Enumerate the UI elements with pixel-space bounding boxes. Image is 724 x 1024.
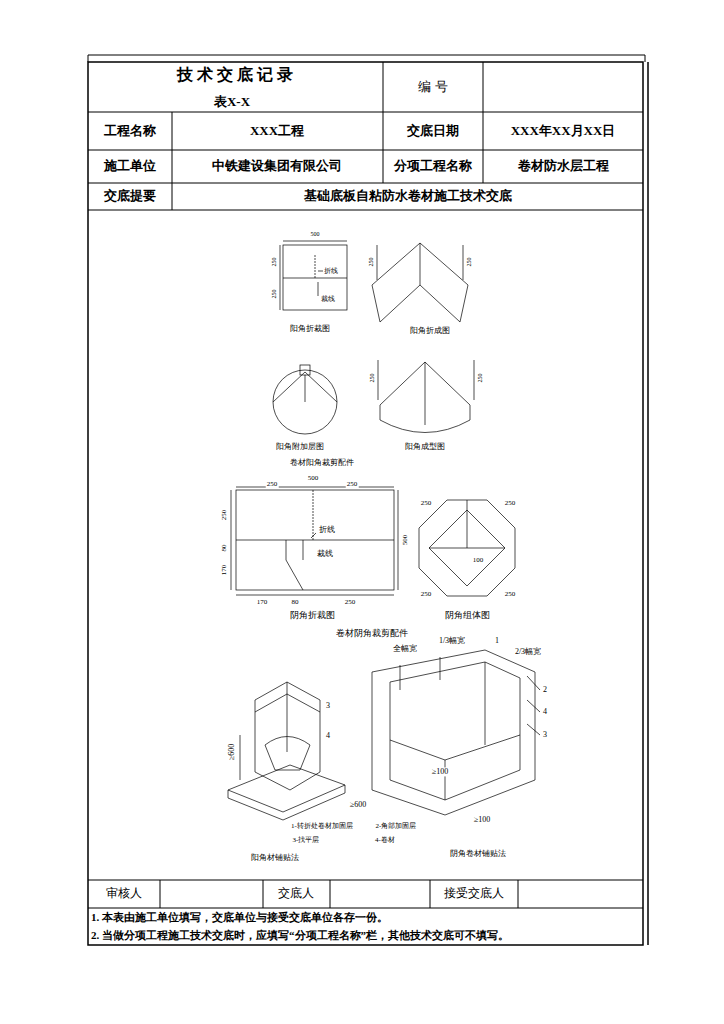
dimension: 170: [220, 564, 228, 577]
callout-number: 1: [494, 636, 500, 645]
callout-number: 3: [325, 701, 331, 710]
dimension: ≥100: [431, 767, 449, 776]
legend-note: 3-找平层: [292, 836, 321, 844]
dimension: ≥100: [473, 815, 491, 824]
table-cell: 施工单位: [104, 159, 156, 174]
figure-caption: 阳角材铺贴法: [251, 853, 299, 862]
callout-number: 3: [542, 730, 548, 739]
dimension: 500: [307, 474, 320, 482]
dimension: 100: [472, 556, 485, 564]
callout-number: 4: [325, 731, 331, 740]
dimension: 1/3幅宽: [438, 636, 466, 645]
figure-caption: 阳角折裁图: [290, 324, 330, 333]
dimension: 250: [220, 509, 228, 522]
form-note: 1. 本表由施工单位填写，交底单位与接受交底单位各存一份。: [91, 911, 388, 924]
figure-caption: 阳角附加层图: [276, 442, 324, 451]
figure-caption: 阳角折成图: [410, 326, 450, 335]
dimension: 250: [346, 480, 359, 488]
dimension: 250: [271, 257, 278, 268]
dimension: 500: [310, 231, 321, 238]
form-grid: [88, 55, 648, 945]
dimension: 80: [220, 544, 228, 553]
legend-note: 2-角部加固层: [375, 822, 418, 830]
dimension: 250: [504, 499, 517, 507]
dimension: 250: [368, 257, 375, 268]
legend-note: 4-卷材: [374, 836, 396, 844]
dimension: 全幅宽: [392, 644, 418, 653]
callout-number: 2: [542, 685, 548, 694]
dimension: ≥600: [349, 800, 367, 809]
dimension: ≥600: [227, 743, 236, 761]
dimension: 2/3幅宽: [514, 647, 542, 656]
callout-label: 折线: [318, 525, 336, 534]
callout-number: 4: [542, 707, 548, 716]
figure-caption: 卷材阴角裁剪配件: [336, 628, 408, 638]
dimension: 250: [504, 590, 517, 598]
form-note: 2. 当做分项工程施工技术交底时，应填写“分项工程名称”栏，其他技术交底可不填写…: [91, 929, 509, 942]
dimension: 250: [266, 480, 279, 488]
table-cell: 工程名称: [104, 124, 156, 139]
form-subtitle: 表X-X: [214, 95, 250, 110]
table-cell: 交底提要: [104, 189, 156, 204]
figure-caption: 卷材阳角裁剪配件: [290, 458, 354, 467]
table-cell: 中铁建设集团有限公司: [212, 159, 342, 174]
callout-label: 折线: [323, 267, 339, 275]
dimension: 500: [401, 534, 409, 547]
dimension: 250: [477, 373, 484, 384]
form-title: 技 术 交 底 记 录: [177, 66, 293, 84]
drawings: [228, 241, 540, 820]
dimension: 250: [344, 598, 357, 606]
table-cell: XXX年XX月XX日: [511, 124, 616, 139]
dimension: 250: [271, 289, 278, 300]
dimension: 250: [420, 590, 433, 598]
dimension: 250: [466, 257, 473, 268]
legend-note: 1-转折处卷材加固层: [290, 822, 354, 830]
table-cell: 编 号: [418, 80, 447, 95]
table-cell: 卷材防水层工程: [518, 159, 609, 174]
table-cell: 交底人: [278, 887, 314, 901]
dimension: 250: [369, 373, 376, 384]
figure-caption: 阳角成型图: [405, 442, 445, 451]
dimension: 170: [256, 598, 269, 606]
figure-caption: 阴角组体图: [445, 610, 490, 620]
callout-label: 裁线: [316, 549, 334, 558]
table-cell: 接受交底人: [444, 887, 504, 901]
table-cell: 基础底板自粘防水卷材施工技术交底: [304, 189, 512, 204]
table-cell: 分项工程名称: [394, 159, 472, 174]
dimension: 250: [420, 499, 433, 507]
dimension: 80: [291, 598, 300, 606]
figure-caption: 阴角卷材铺贴法: [450, 849, 506, 858]
table-cell: 审核人: [106, 887, 142, 901]
figure-caption: 阴角折裁图: [290, 610, 335, 620]
table-cell: XXX工程: [250, 124, 304, 139]
table-cell: 交底日期: [407, 124, 459, 139]
callout-label: 裁线: [320, 295, 336, 303]
